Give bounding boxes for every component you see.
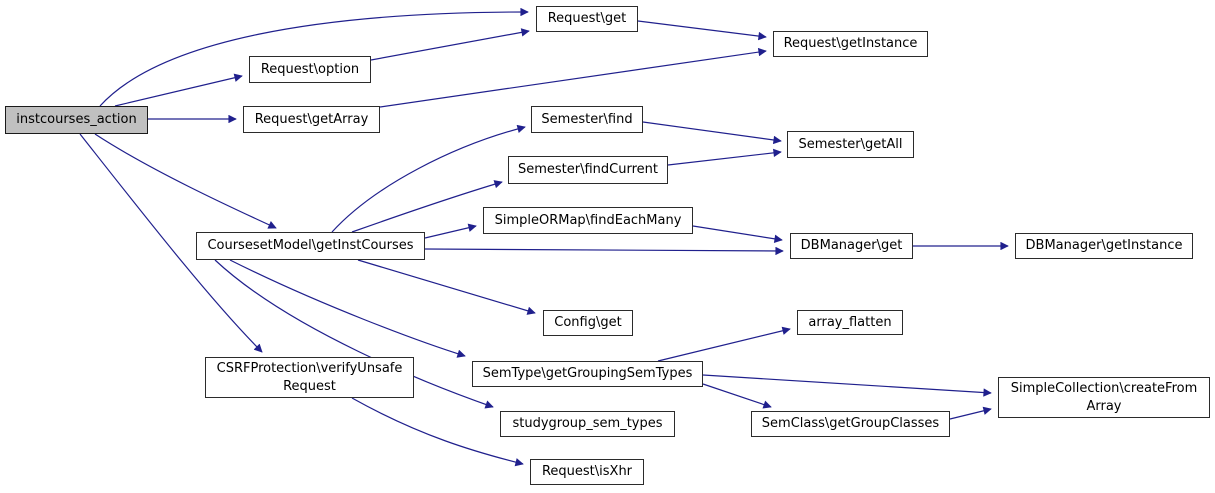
graph-node-request-isxhr[interactable]: Request\isXhr (530, 459, 644, 485)
graph-node-simpleormap-findeachmany[interactable]: SimpleORMap\findEachMany (483, 207, 693, 234)
graph-node-studygroup-sem-types[interactable]: studygroup_sem_types (500, 411, 675, 437)
edge-semtype-getgroupingsemtypes-to-semclass-getgroupclasses (702, 383, 772, 409)
graph-node-array-flatten[interactable]: array_flatten (797, 310, 903, 335)
edge-instcourses-action-to-coursesetmodel-getinstcourses (94, 133, 277, 229)
edge-group (79, 7, 1009, 467)
edge-semester-find-to-semester-getall (642, 121, 782, 145)
graph-node-request-getarray[interactable]: Request\getArray (243, 106, 380, 133)
graph-node-config-get[interactable]: Config\get (543, 310, 633, 336)
graph-node-request-get[interactable]: Request\get (536, 6, 638, 32)
graph-node-csrfprotection-verifyunsaferequest[interactable]: CSRFProtection\verifyUnsafe Request (205, 357, 414, 398)
edge-semtype-getgroupingsemtypes-to-array-flatten (657, 326, 791, 362)
edge-request-getarray-to-request-getinstance (379, 47, 767, 108)
graph-node-semester-find[interactable]: Semester\find (531, 106, 643, 133)
graph-node-request-option[interactable]: Request\option (249, 56, 371, 83)
edge-request-get-to-request-getinstance (637, 20, 767, 41)
edge-coursesetmodel-getinstcourses-to-semtype-getgroupingsemtypes (229, 259, 466, 358)
edge-coursesetmodel-getinstcourses-to-simpleormap-findeachmany (424, 223, 477, 239)
edge-instcourses-action-to-request-option (114, 73, 243, 107)
edge-coursesetmodel-getinstcourses-to-dbmanager-get (424, 246, 784, 256)
edge-semester-findcurrent-to-semester-getall (667, 148, 782, 166)
graph-node-request-getinstance[interactable]: Request\getInstance (773, 31, 928, 57)
edge-instcourses-action-to-csrfprotection-verifyunsaferequest (79, 133, 263, 353)
graph-node-semester-findcurrent[interactable]: Semester\findCurrent (508, 156, 668, 184)
graph-node-semclass-getgroupclasses[interactable]: SemClass\getGroupClasses (751, 411, 950, 437)
graph-node-dbmanager-get[interactable]: DBManager\get (790, 233, 913, 259)
edge-semclass-getgroupclasses-to-simplecollection-createfromarray (949, 406, 992, 420)
graph-node-coursesetmodel-getinstcourses[interactable]: CoursesetModel\getInstCourses (196, 232, 425, 260)
edge-request-option-to-request-get (370, 28, 530, 61)
graph-node-instcourses-action: instcourses_action (5, 106, 148, 134)
edge-csrfprotection-verifyunsaferequest-to-request-isxhr (351, 397, 524, 467)
edge-simpleormap-findeachmany-to-dbmanager-get (692, 225, 783, 243)
edge-coursesetmodel-getinstcourses-to-studygroup-sem-types (214, 259, 494, 409)
edge-coursesetmodel-getinstcourses-to-semester-findcurrent (351, 180, 503, 233)
graph-node-semtype-getgroupingsemtypes[interactable]: SemType\getGroupingSemTypes (472, 361, 703, 387)
edge-instcourses-action-to-request-get (99, 7, 529, 107)
graph-node-simplecollection-createfromarray[interactable]: SimpleCollection\createFrom Array (998, 377, 1210, 418)
edge-coursesetmodel-getinstcourses-to-config-get (357, 259, 536, 315)
edge-semtype-getgroupingsemtypes-to-simplecollection-createfromarray (702, 374, 992, 397)
edge-coursesetmodel-getinstcourses-to-semester-find (331, 124, 526, 233)
graph-node-semester-getall[interactable]: Semester\getAll (787, 131, 914, 158)
graph-node-dbmanager-getinstance[interactable]: DBManager\getInstance (1015, 233, 1193, 259)
